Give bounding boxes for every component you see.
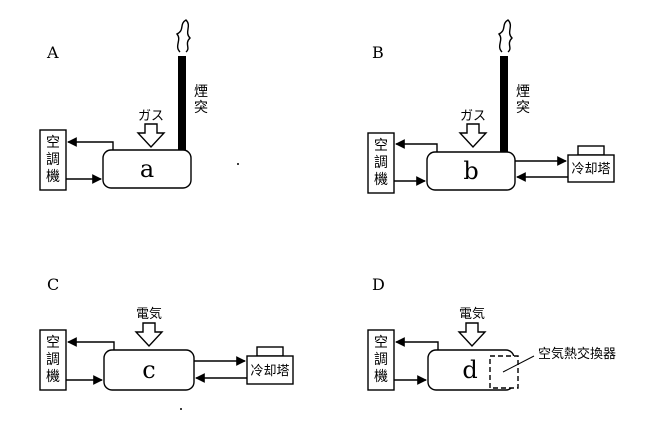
panel-c-label: C (47, 275, 59, 294)
panel-b-ac-label: 空調機 (374, 138, 388, 188)
panel-a-energy-arrow (136, 123, 166, 149)
panel-b-cooling-tower-label: 冷却塔 (571, 162, 610, 177)
panel-b-energy-arrow (458, 123, 488, 149)
panel-d-ac-label: 空調機 (374, 335, 388, 385)
panel-c-energy-arrow (134, 322, 164, 348)
panel-a-smoke-icon (175, 19, 191, 53)
panel-b-label: B (372, 43, 384, 62)
panel-a-chimney-label: 煙突 (194, 84, 208, 116)
panel-c-cooling-tower-top (256, 346, 284, 357)
panel-b-smoke-icon (497, 19, 513, 53)
panel-a-ac-label: 空調機 (46, 135, 60, 185)
panel-b-ac-box (367, 132, 395, 194)
panel-d-unit-label: d (462, 356, 477, 384)
panel-b-cooling-tower-box (567, 154, 615, 183)
panel-d-ac-box (367, 329, 395, 391)
panel-c-pipe-supply (67, 337, 115, 350)
panel-b-pipe-supply (395, 139, 438, 152)
panel-d: D 電気 d 空調機 空気熱交換器 (367, 275, 616, 391)
panel-d-energy-arrow (457, 322, 487, 348)
panel-d-label: D (372, 275, 385, 294)
panel-c-unit-label: c (142, 356, 155, 384)
panel-b-chimney (500, 56, 508, 154)
panel-b-cooling-tower-top (577, 145, 605, 156)
panel-c-cooling-tower-label: 冷却塔 (250, 364, 289, 379)
panel-a-pipe-supply (67, 137, 114, 150)
panel-c: C 電気 c 空調機 冷却塔 (39, 275, 294, 391)
panel-a-ac-box (39, 129, 67, 191)
panel-b-energy-label: ガス (460, 109, 486, 124)
panel-c-energy-label: 電気 (136, 306, 162, 322)
panel-b-chimney-label: 煙突 (516, 84, 530, 116)
panel-b-unit-label: b (463, 157, 478, 185)
panel-b-unit-box (426, 151, 516, 191)
panel-a: A 煙突 ガス a 空調機 (39, 19, 208, 191)
panel-b: B 煙突 ガス b 空調機 冷却塔 (367, 19, 615, 194)
panel-a-energy-label: ガス (138, 109, 164, 124)
panel-a-unit-box (102, 149, 192, 189)
panel-c-ac-box (39, 329, 67, 391)
panel-c-cooling-tower-box (246, 355, 294, 385)
panel-d-heat-exchanger-label: 空気熱交換器 (538, 346, 616, 362)
panel-a-chimney (178, 56, 186, 152)
speck (237, 163, 239, 165)
speck (180, 408, 182, 410)
panel-d-energy-label: 電気 (459, 306, 485, 322)
panel-d-leader-line (502, 355, 535, 373)
panel-d-pipe-supply (395, 337, 439, 350)
panel-c-ac-label: 空調機 (46, 335, 60, 385)
panel-a-label: A (46, 43, 59, 62)
panel-a-unit-label: a (140, 155, 154, 183)
panel-c-unit-box (103, 349, 195, 391)
